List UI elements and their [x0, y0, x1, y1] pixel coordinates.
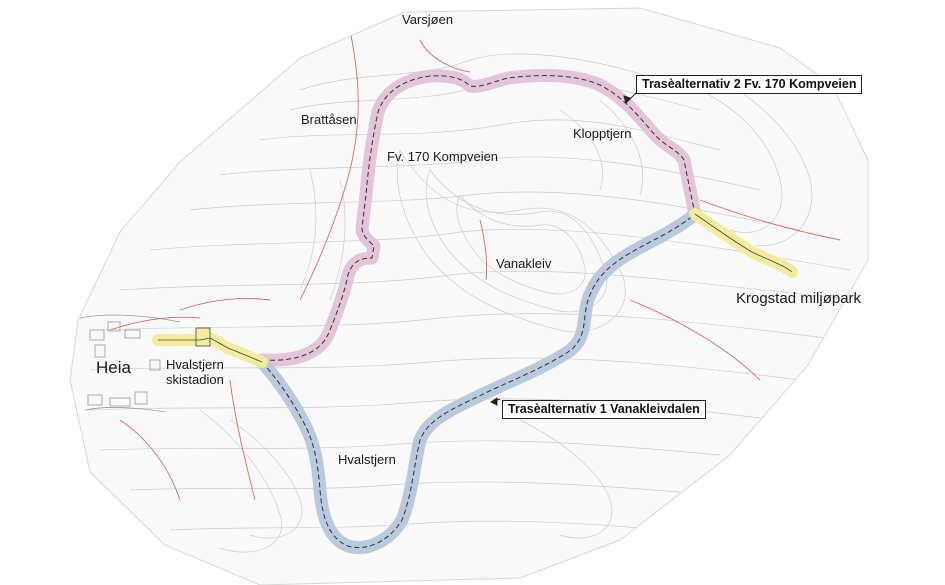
callout-alt2: Trasèalternativ 2 Fv. 170 Kompveien	[636, 75, 863, 94]
label-hvalstjern-skistadion-line2: skistadion	[166, 371, 224, 387]
label-hvalstjern: Hvalstjern	[338, 452, 396, 467]
label-hvalstjern-skistadion: Hvalstjern skistadion	[166, 357, 224, 388]
label-varsjoen: Varsjøen	[402, 12, 454, 27]
label-heia: Heia	[96, 358, 131, 377]
label-brattasen: Brattåsen	[301, 112, 357, 127]
callout-alt1: Trasèalternativ 1 Vanakleivdalen	[502, 400, 706, 419]
leader-lines	[490, 92, 637, 406]
route-alt1-edge	[261, 213, 696, 548]
label-hvalstjern-skistadion-line1: Hvalstjern	[166, 357, 224, 372]
route-shared-west-edge	[158, 337, 263, 363]
settlement-heia	[79, 314, 181, 413]
route-shared-west-node	[195, 327, 211, 347]
label-vanakleiv: Vanakleiv	[496, 256, 552, 271]
boundary-lines	[109, 29, 841, 501]
label-krogstad: Krogstad miljøpark	[736, 290, 862, 307]
label-kompveien: Fv. 170 Kompveien	[387, 149, 499, 164]
route-shared-east-edge	[694, 213, 793, 273]
route-alt2-edge	[261, 75, 696, 361]
label-klopptjern: Klopptjern	[573, 126, 632, 141]
